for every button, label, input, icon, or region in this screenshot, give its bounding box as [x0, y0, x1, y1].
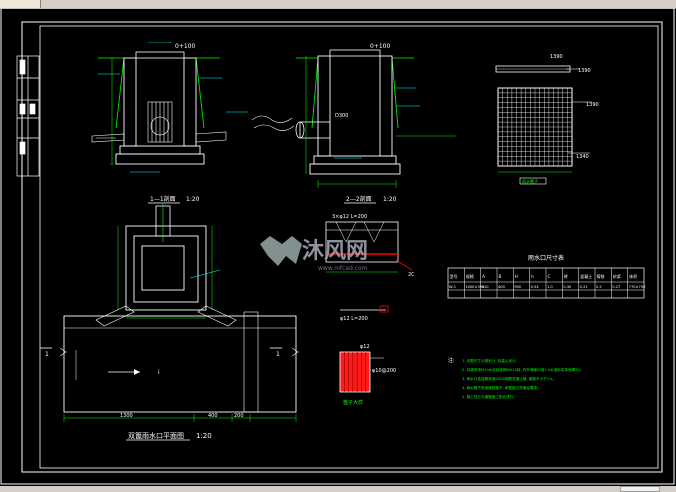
- grate-title: 雨水篦子: [522, 178, 538, 184]
- section-2-title: 2—2剖面: [346, 195, 372, 203]
- grate-plan: 1390 1390 1390 1340 雨水篦子: [495, 54, 599, 185]
- inner-frame: [21, 21, 663, 473]
- table-cell: 400: [498, 285, 506, 289]
- note-line: 1. 本图尺寸以毫米计, 标高以米计。: [462, 358, 519, 363]
- table-cell: 0.27: [612, 285, 620, 289]
- table-cell: 770×750: [629, 285, 646, 289]
- plan-scale: 1:20: [196, 432, 212, 440]
- table-header-cell: 砂浆: [613, 273, 621, 279]
- table-cell: 410: [482, 285, 490, 289]
- note-line: 4. 雨水篦子采用铸铁篦子, 承载能力须满足要求。: [462, 385, 541, 390]
- table-header-cell: 规格: [466, 273, 474, 279]
- grate-dim-right-top: 1390: [578, 68, 591, 74]
- table-cell: 0.21: [580, 285, 588, 289]
- table-header-cell: 体积: [629, 273, 637, 279]
- left-title-strip: [16, 55, 40, 177]
- table-cell: W-1: [449, 285, 456, 289]
- note-line: 2. 井墙采用M10水泥砂浆砌MU10砖, 内外墙面均用1:2水泥砂浆抹面厚20…: [462, 367, 583, 372]
- table-header-cell: 砖: [564, 273, 568, 279]
- table-cell: 0.54: [531, 285, 540, 289]
- svg-text:2C: 2C: [408, 272, 415, 278]
- plan-dim-200: 200: [234, 413, 244, 419]
- elev-label-1: 0+100: [175, 43, 195, 50]
- plan-title: 双篦雨水口平面图: [128, 431, 184, 440]
- side-label-right: 1: [276, 351, 280, 358]
- table-cell: 1.0: [547, 285, 553, 289]
- elev-label-2: 0+100: [370, 43, 390, 50]
- section-1-1: 0+100 —————— 1—1剖面 1:20: [91, 40, 248, 204]
- table-cell: 1000×390: [465, 285, 485, 289]
- note-line: 5. 施工时应与道路施工配合进行。: [462, 394, 517, 399]
- table-cell: 0.30: [563, 285, 572, 289]
- watermark-url: www.mfcad.com: [318, 265, 368, 272]
- drawing-border: [39, 25, 659, 469]
- table-header-cell: h: [531, 274, 534, 279]
- svg-text:——————: ——————: [148, 40, 172, 45]
- table-cell: 900: [514, 285, 522, 289]
- watermark-text: 沐风网: [302, 239, 368, 264]
- table-header-cell: B: [499, 274, 502, 279]
- section-2-scale: 1:20: [383, 196, 397, 203]
- plan-dim-400: 400: [208, 413, 218, 419]
- grate-dim-right-mid: 1390: [586, 102, 599, 108]
- notes-label: 注:: [448, 357, 455, 364]
- horizontal-scrollbar[interactable]: [0, 486, 676, 492]
- cad-drawing: 0+100 —————— 1—1剖面 1:20 D300: [0, 8, 675, 485]
- plan-dim-1300: 1300: [120, 413, 133, 419]
- side-label-left: 1: [45, 351, 49, 358]
- table-cell: 2.5: [596, 285, 602, 289]
- small-detail-top: 3×φ12 L=200: [332, 214, 367, 220]
- notes-block: 注: 1. 本图尺寸以毫米计, 标高以米计。 2. 井墙采用M10水泥砂浆砌MU1…: [448, 357, 583, 399]
- red-block-title: 篦子大样: [343, 399, 363, 406]
- table-header-cell: A: [482, 274, 485, 279]
- table-header-cell: C: [548, 274, 551, 279]
- note-line: 3. 雨水口连接管采用D300钢筋混凝土管, 坡度不小于1%。: [462, 376, 556, 381]
- scrollbar-thumb[interactable]: [620, 486, 660, 492]
- small-detail-bottom: φ12 L=200: [340, 316, 368, 322]
- watermark: 沐风网 www.mfcad.com: [260, 236, 368, 272]
- red-block-note-1: φ12: [360, 344, 370, 350]
- table-header-cell: H: [515, 274, 518, 279]
- pipe-label: D300: [335, 113, 348, 119]
- section-2-2: D300 0+100 2—2剖面 1:20: [251, 43, 456, 204]
- table-header-cell: 铸铁: [597, 273, 605, 279]
- grate-dim-right-low: 1340: [576, 154, 589, 160]
- model-tab[interactable]: [0, 0, 41, 8]
- red-grate-detail: φ12 φ10@200 篦子大样: [339, 344, 396, 406]
- outer-frame: [0, 8, 675, 485]
- section-1-scale: 1:20: [186, 196, 200, 203]
- arrow-label: i: [158, 369, 160, 376]
- table-header-cell: 混凝土: [580, 273, 592, 279]
- table-title: 雨水口尺寸表: [528, 254, 564, 262]
- red-block-note-2: φ10@200: [372, 368, 396, 374]
- grate-dim-top: 1390: [550, 54, 563, 60]
- rainwater-inlet-plan: i 1 1 1300 400 200 双篦雨水口平面图 1:20: [40, 204, 299, 441]
- beam-detail: 3×φ12 L=200 2C φ12 L=200: [325, 214, 415, 322]
- section-1-title: 1—1剖面: [150, 195, 176, 203]
- table-header-cell: 型号: [450, 273, 458, 279]
